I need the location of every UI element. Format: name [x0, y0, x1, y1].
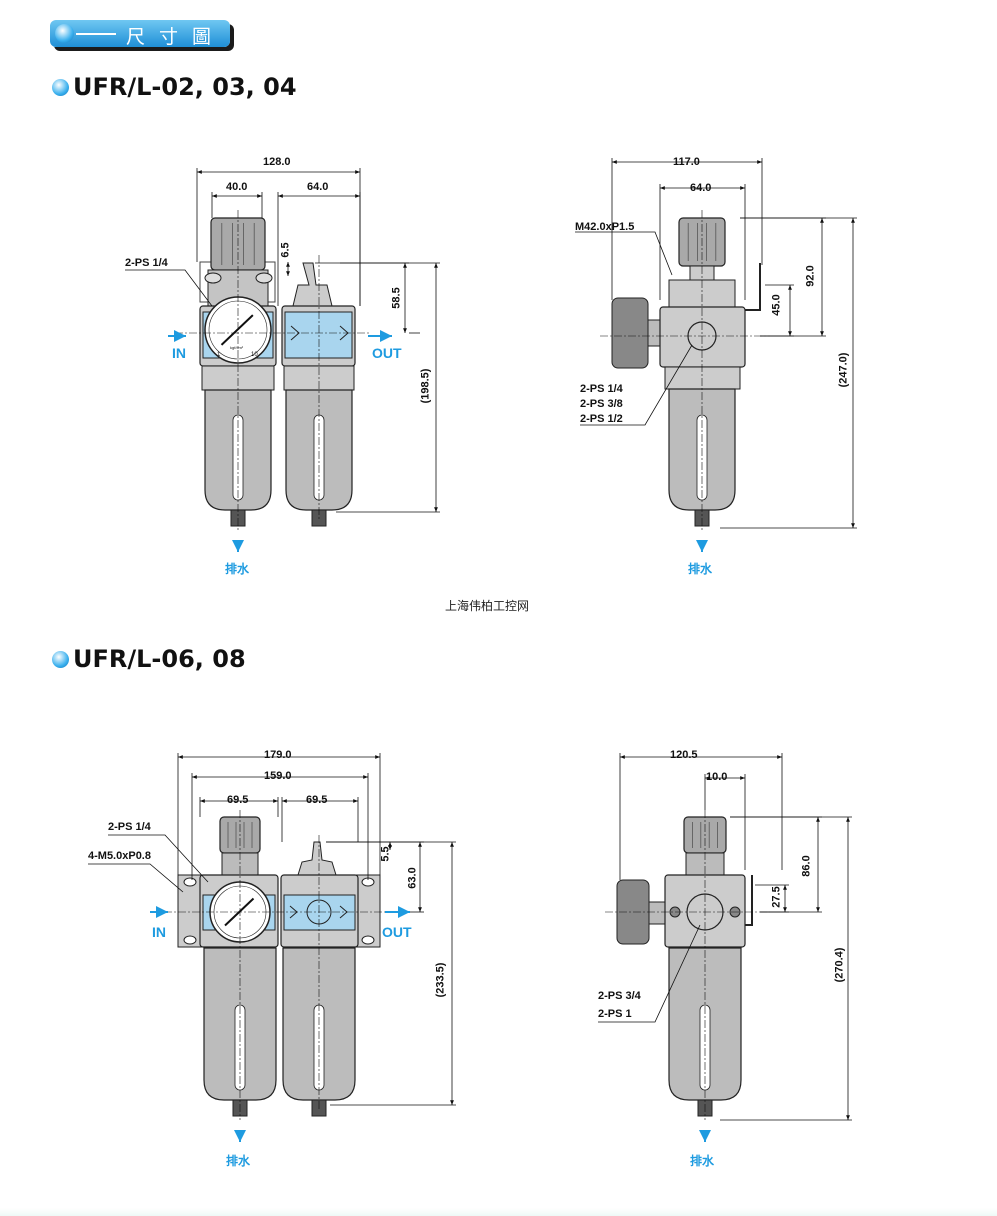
- bullet-icon: [52, 651, 69, 668]
- dim-total-height: (247.0): [837, 352, 850, 388]
- dim-bracket-height: 45.0: [770, 294, 783, 316]
- gauge-stem: [648, 901, 666, 925]
- lower-body: [664, 366, 741, 390]
- gauge-stem: [647, 319, 661, 347]
- drain-label: 排水: [226, 1154, 251, 1168]
- divider: [76, 33, 116, 35]
- dim-total-height: (270.4): [833, 947, 846, 983]
- mounting-hole: [183, 935, 197, 945]
- badge-title: 尺寸圖: [126, 26, 226, 48]
- dim-total-height: (233.5): [434, 962, 447, 998]
- gauge-unit: kgf/cm²: [230, 345, 244, 350]
- dim-regulator-width: 40.0: [226, 181, 248, 193]
- leader-line: [598, 924, 701, 1023]
- dim-total-height: (198.5): [419, 368, 432, 404]
- outlet-label: OUT: [382, 924, 412, 940]
- bullet-icon: [55, 24, 74, 43]
- dim-body-width: 64.0: [690, 182, 712, 194]
- dim-bracket-height: 27.5: [770, 886, 783, 908]
- port-label: 2-PS 1: [598, 1008, 632, 1020]
- dim-top-offset: 6.5: [279, 242, 292, 258]
- thread-label: M42.0xP1.5: [575, 221, 635, 233]
- mounting-bracket: [745, 875, 753, 926]
- dim-lubricator-width: 69.5: [306, 794, 328, 806]
- dim-overall-width: 120.5: [670, 749, 698, 761]
- section-title-06: UFR/L-06, 08: [52, 645, 246, 673]
- mounting-plate-left: [177, 874, 203, 948]
- caption: 上海伟柏工控网: [445, 599, 530, 613]
- leader-line: [580, 344, 693, 426]
- bracket-slot: [255, 272, 273, 284]
- bracket-slot: [204, 272, 222, 284]
- port-label: 2-PS 1/4: [125, 257, 168, 269]
- section-title-02: UFR/L-02, 03, 04: [52, 73, 297, 101]
- dim-overall-width: 128.0: [263, 156, 291, 168]
- dim-offset: 10.0: [706, 771, 728, 783]
- leader-line: [575, 231, 673, 276]
- oil-cap: [292, 262, 333, 307]
- oil-cap: [297, 841, 337, 876]
- leader-line: [88, 863, 184, 893]
- dim-knob-height: 86.0: [800, 855, 813, 877]
- outlet-label: OUT: [372, 345, 402, 361]
- inlet-label: IN: [152, 924, 166, 940]
- dim-mount-width: 159.0: [264, 770, 292, 782]
- dim-overall-width: 117.0: [673, 156, 700, 168]
- mounting-hole: [361, 935, 375, 945]
- dim-overall-width: 179.0: [264, 749, 292, 761]
- drain-label: 排水: [690, 1154, 715, 1168]
- port-label: 2-PS 1/4: [108, 821, 151, 833]
- dim-knob-height: 92.0: [804, 265, 817, 287]
- leader-line: [108, 834, 209, 883]
- footer-band: [0, 1208, 997, 1216]
- gauge-min: 1: [217, 352, 221, 358]
- port-label: 2-PS 3/8: [580, 398, 623, 410]
- dim-regulator-width: 69.5: [227, 794, 249, 806]
- dim-port-height: 58.5: [390, 287, 403, 309]
- dim-lubricator-width: 64.0: [307, 181, 329, 193]
- dim-top-offset: 5.5: [379, 846, 392, 862]
- section-badge: 尺寸圖: [50, 20, 230, 48]
- inlet-label: IN: [172, 345, 186, 361]
- lubricator-port-band: [284, 311, 353, 359]
- mounting-hole: [183, 877, 197, 887]
- dim-port-height: 63.0: [406, 867, 419, 889]
- port-label: 2-PS 1/4: [580, 383, 623, 395]
- drain-label: 排水: [688, 562, 713, 576]
- port-label: 2-PS 1/2: [580, 413, 623, 425]
- mounting-bracket: [745, 263, 761, 311]
- port-label: 2-PS 3/4: [598, 990, 641, 1002]
- section-title-text: UFR/L-06, 08: [73, 645, 246, 673]
- pressure-gauge-side: [611, 297, 649, 369]
- drain-label: 排水: [225, 562, 250, 576]
- mount-thread-label: 4-M5.0xP0.8: [88, 850, 151, 862]
- bullet-icon: [52, 79, 69, 96]
- gauge-needle: [220, 314, 254, 346]
- section-title-text: UFR/L-02, 03, 04: [73, 73, 297, 101]
- gauge-max: 10: [251, 352, 258, 358]
- leader-line: [125, 269, 213, 307]
